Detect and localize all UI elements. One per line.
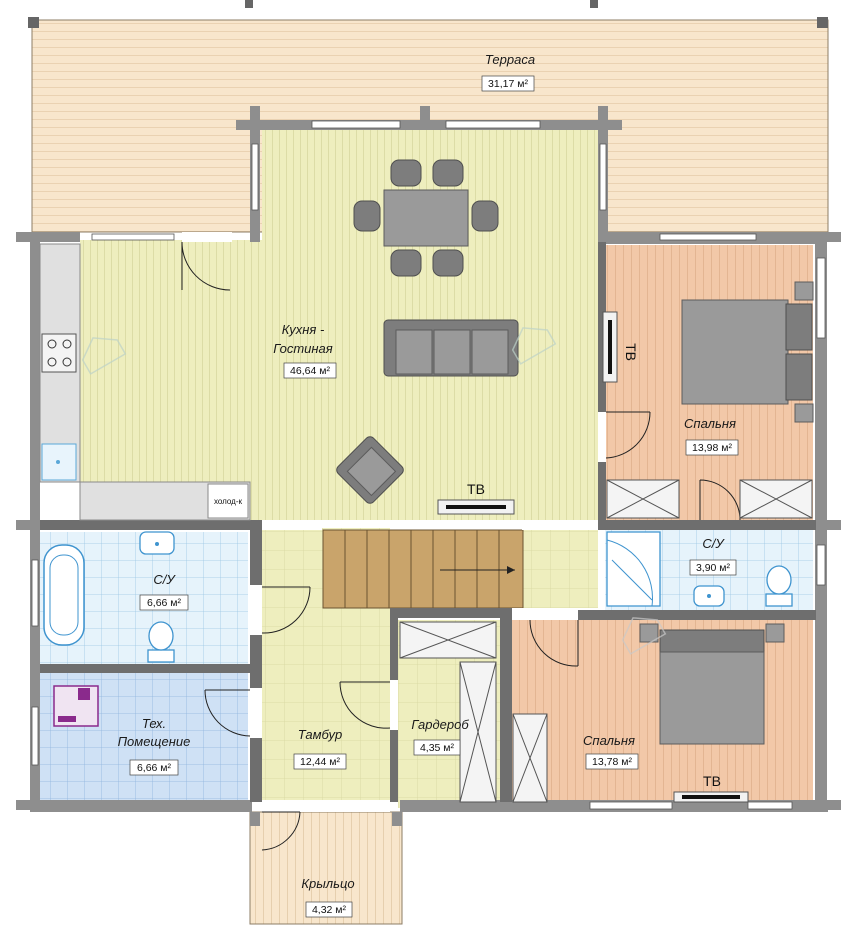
- wardrobe-bedroom2: [512, 713, 548, 803]
- tv-label-kitchen: ТВ: [467, 481, 485, 497]
- terrace-label: Терраса: [485, 52, 535, 67]
- tv-label-bedroom2: ТВ: [703, 773, 721, 789]
- tv-label-bedroom1: ТВ: [623, 343, 639, 361]
- doors: [181, 241, 741, 851]
- armchair: [336, 436, 404, 504]
- wardrobe-area: 4,35 м²: [420, 742, 455, 754]
- bedroom1-area: 13,98 м²: [692, 442, 732, 454]
- bath-left-label: С/У: [153, 572, 176, 587]
- tech-label-2: Помещение: [118, 734, 191, 749]
- bed-bedroom2: [639, 623, 785, 745]
- kitchen-area: 46,64 м²: [290, 365, 330, 377]
- bedroom1-label: Спальня: [684, 416, 736, 431]
- shower-icon: [606, 531, 661, 607]
- wardrobe-label: Гардероб: [411, 717, 469, 732]
- toilet-right-icon: [765, 565, 793, 607]
- toilet-left-icon: [147, 621, 175, 663]
- tv-bedroom1: [602, 311, 618, 383]
- walls: [16, 106, 841, 826]
- watermark-logo-1: [511, 327, 557, 365]
- porch-area: 4,32 м²: [312, 904, 347, 916]
- tv-bedroom2: [673, 791, 749, 803]
- bath-right-label: С/У: [702, 536, 725, 551]
- stove-icon: [41, 333, 77, 373]
- vestibule-area: 12,44 м²: [300, 756, 340, 768]
- kitchen-floor: [80, 240, 598, 520]
- wardrobe-shelving: [399, 621, 497, 803]
- terrace-area: 31,17 м²: [488, 78, 528, 90]
- fridge: [207, 483, 249, 519]
- bed-bedroom1: [681, 281, 814, 423]
- boiler-icon: [53, 685, 99, 727]
- terrace-posts: [28, 0, 828, 28]
- washbasin-left-icon: [139, 531, 175, 555]
- kitchen-label-2: Гостиная: [273, 341, 333, 356]
- watermark-logo-2: [81, 337, 127, 375]
- staircase: [322, 529, 524, 609]
- bedroom2-area: 13,78 м²: [592, 756, 632, 768]
- washbasin-right-icon: [693, 585, 725, 607]
- wardrobe-bedroom1: [606, 479, 813, 519]
- vestibule-label: Тамбур: [298, 727, 343, 742]
- kitchen-label-1: Кухня -: [282, 322, 325, 337]
- fridge-label: холод-к: [214, 497, 243, 506]
- sink-icon: [41, 443, 77, 481]
- porch-label: Крыльцо: [301, 876, 354, 891]
- bath-right-area: 3,90 м²: [696, 562, 731, 574]
- tv-kitchen: [437, 499, 515, 515]
- tech-label-1: Тех.: [142, 716, 166, 731]
- dining-table: [353, 159, 499, 277]
- watermark-logo-3: [621, 617, 667, 655]
- bath-left-area: 6,66 м²: [147, 597, 182, 609]
- bathtub-icon: [43, 544, 85, 646]
- bedroom2-label: Спальня: [583, 733, 635, 748]
- sofa: [383, 319, 519, 377]
- hall-strip-floor: [522, 528, 598, 608]
- tech-area: 6,66 м²: [137, 762, 172, 774]
- door-openings: [182, 232, 606, 812]
- windows: [31, 120, 826, 810]
